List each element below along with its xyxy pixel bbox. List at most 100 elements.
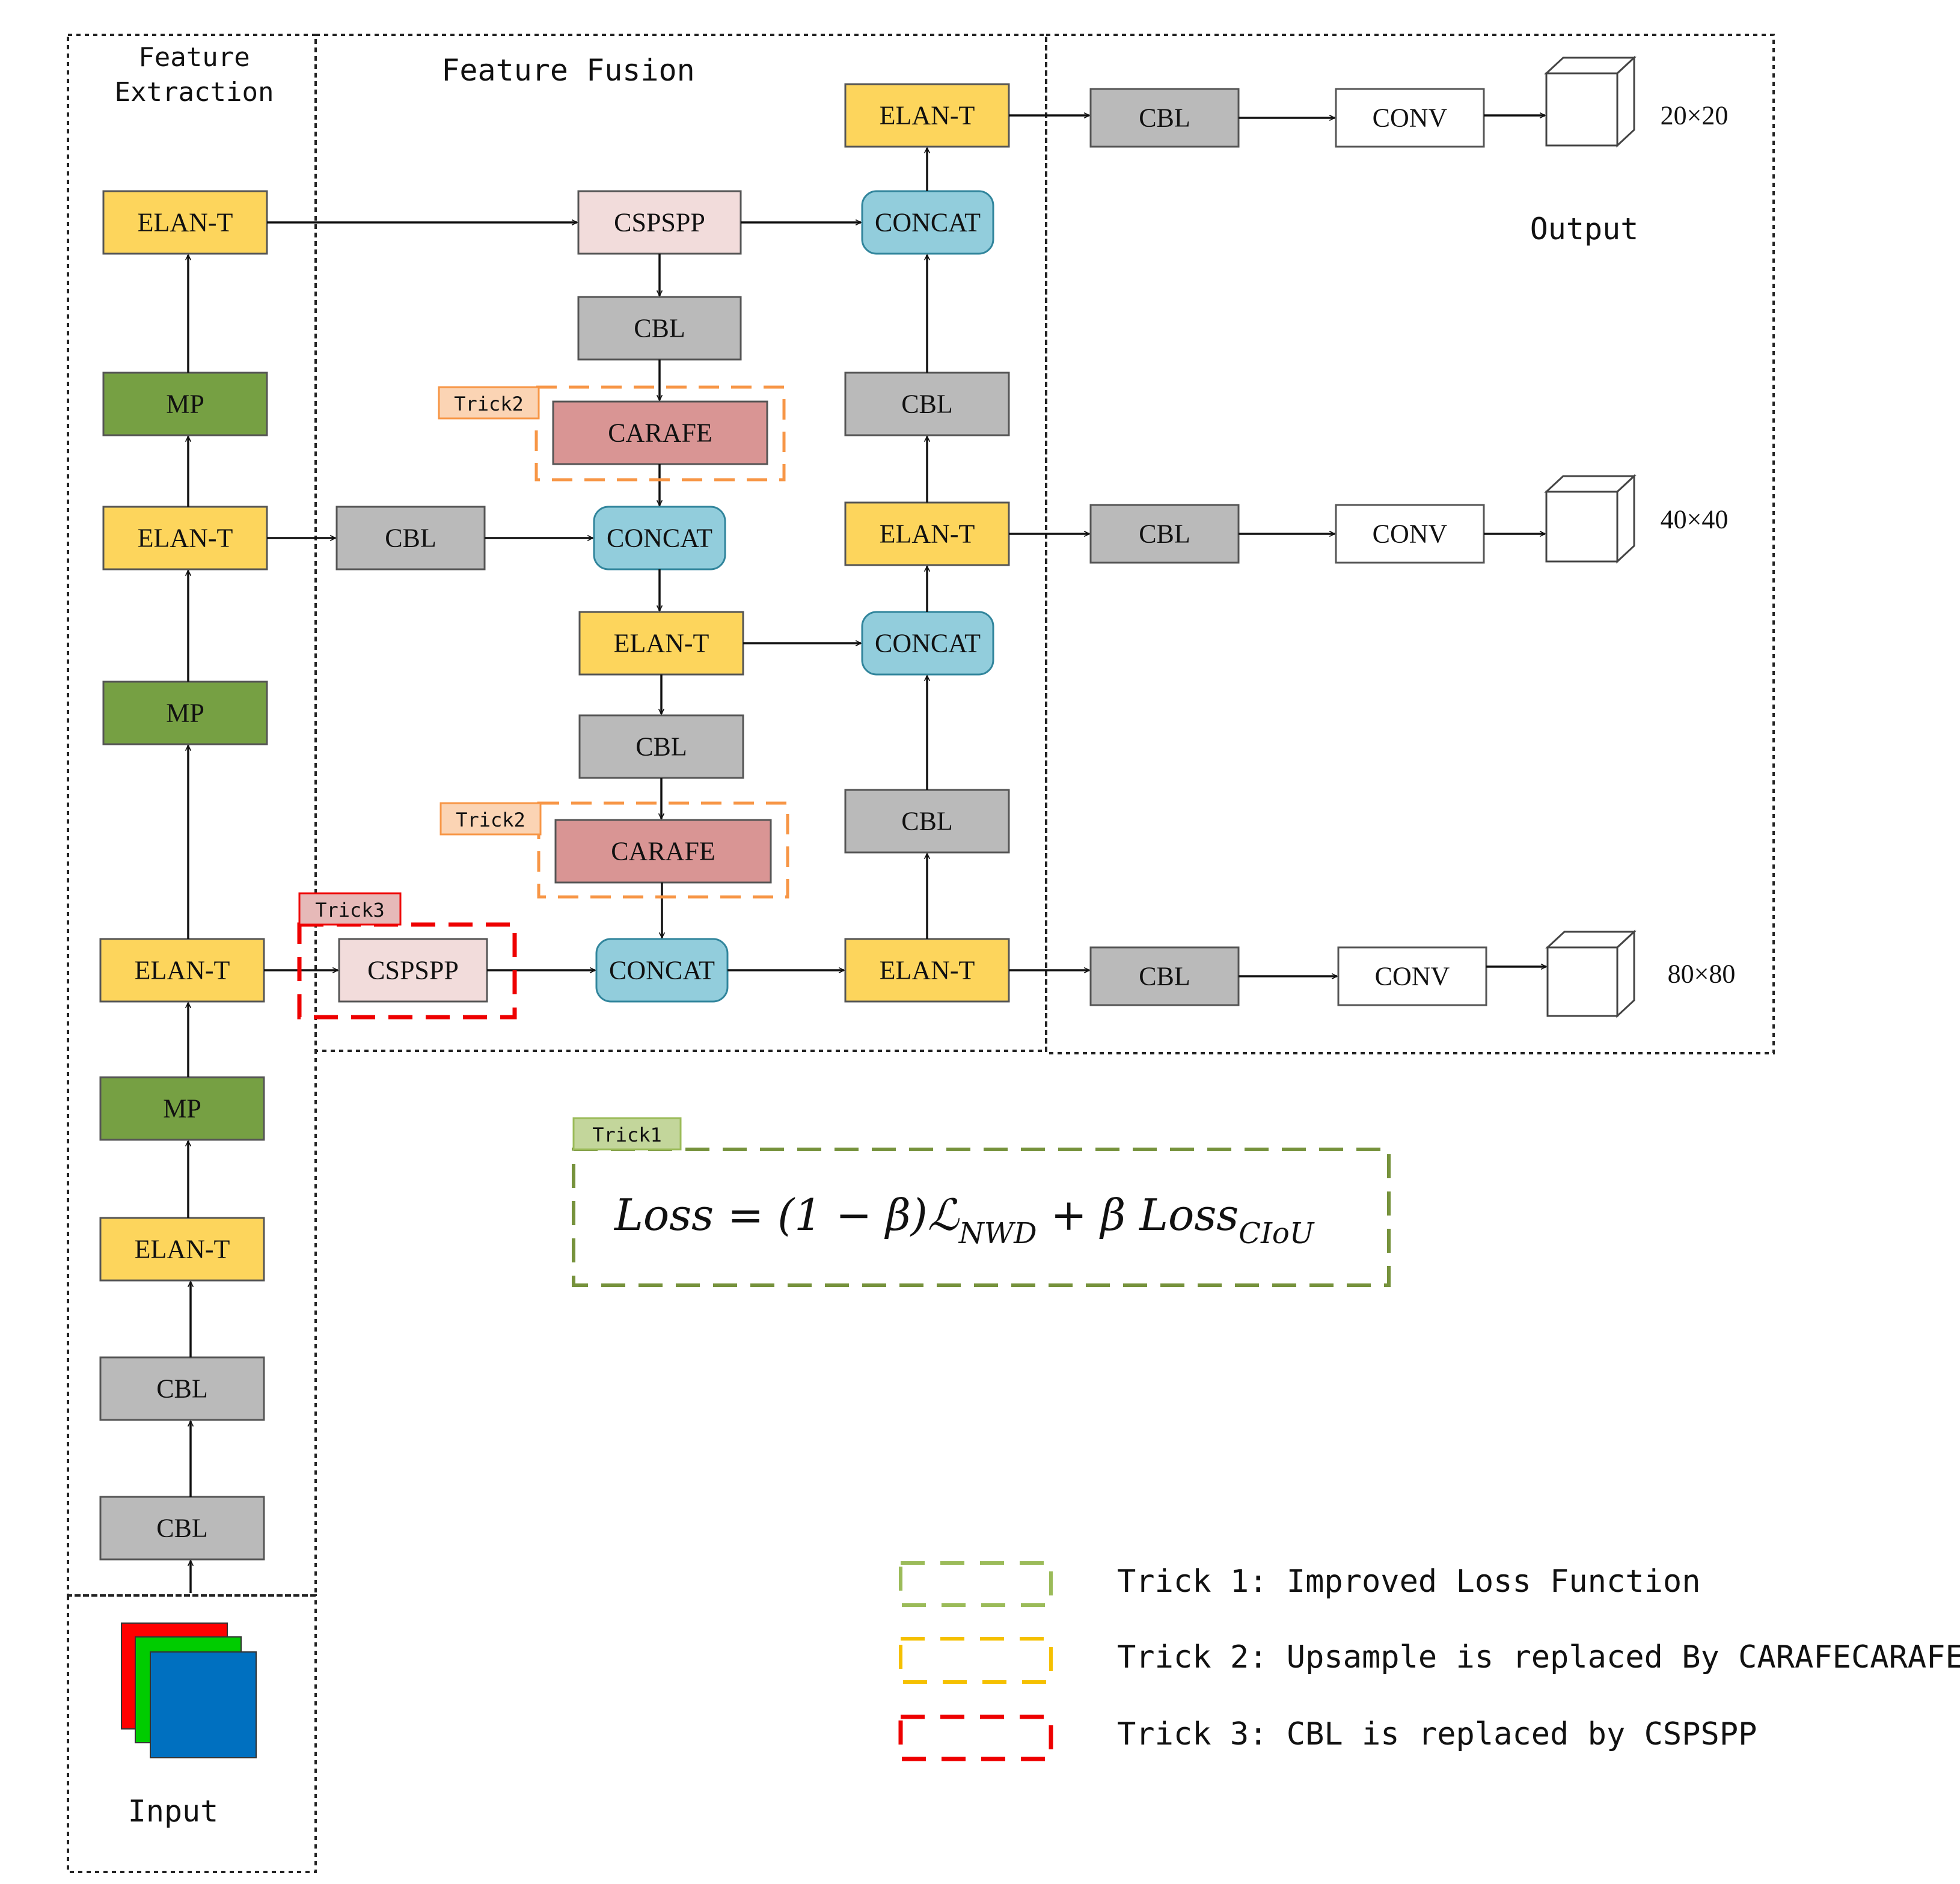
svg-text:MP: MP [166, 390, 204, 419]
svg-text:CBL: CBL [156, 1514, 208, 1543]
block-concat-right-2: CONCAT [861, 611, 994, 676]
loss-formula: Loss = (1 − β)ℒNWD + β LossCIoU [613, 1190, 1315, 1250]
output-size-80: 80×80 [1668, 959, 1736, 989]
head-conv-3 [1337, 946, 1487, 1006]
backbone-arrows [188, 255, 191, 1593]
head-cbl-3-label: CBL [1139, 962, 1190, 991]
svg-text:ELAN-T: ELAN-T [880, 519, 975, 549]
svg-text:ELAN-T: ELAN-T [614, 629, 709, 658]
block-concat-mid: CONCAT [593, 506, 726, 570]
block-cbl-mid: CBL [335, 506, 486, 570]
block-mp-2: MP [102, 681, 268, 745]
block-elan-t-2: ELAN-T [99, 938, 265, 1003]
svg-text:ELAN-T: ELAN-T [135, 956, 230, 985]
legend-text-trick2: Trick 2: Upsample is replaced By CARAFEC… [1117, 1639, 1960, 1675]
loss-formula-sub2: CIoU [1239, 1217, 1315, 1250]
svg-text:Trick1: Trick1 [592, 1124, 662, 1146]
block-cspspp-top: CSPSPP [577, 190, 742, 255]
block-elan-t-3: ELAN-T [102, 506, 268, 570]
block-carafe-a: CARAFE [552, 400, 768, 465]
input-channel-blue [150, 1651, 257, 1758]
block-elan-t-right-2: ELAN-T [844, 501, 1010, 566]
block-cbl-b: CBL [578, 714, 744, 779]
head-conv-1 [1335, 88, 1485, 148]
svg-text:CBL: CBL [385, 524, 436, 553]
svg-text:CBL: CBL [901, 390, 953, 419]
loss-formula-lhs: Loss = (1 − β)ℒ [613, 1190, 960, 1240]
block-carafe-b: CARAFE [554, 819, 772, 884]
legend-swatch-trick2 [899, 1637, 1053, 1684]
head-conv-1-label: CONV [1373, 103, 1448, 133]
svg-text:ELAN-T: ELAN-T [138, 208, 233, 237]
block-cbl-2: CBL [99, 1356, 265, 1421]
block-elan-t-mid: ELAN-T [578, 611, 744, 676]
neck-arrows [264, 115, 1089, 970]
block-cbl-up-1: CBL [844, 789, 1010, 854]
block-elan-t-right-1: ELAN-T [844, 83, 1010, 148]
trick2-tag-b: Trick2 [439, 802, 542, 836]
trick3-tag: Trick3 [298, 892, 402, 926]
head-conv-2 [1335, 504, 1485, 564]
block-elan-t-bottom: ELAN-T [844, 938, 1010, 1003]
output-size-40: 40×40 [1661, 505, 1729, 534]
block-elan-t-1: ELAN-T [99, 1217, 265, 1282]
legend-swatch-trick3 [898, 1714, 1053, 1761]
output-cube-3 [1545, 929, 1637, 1018]
svg-text:CONCAT: CONCAT [607, 524, 712, 553]
head-row-2: CBL CONV 40×40 [1089, 474, 1729, 564]
legend-text-trick1: Trick 1: Improved Loss Function [1117, 1564, 1701, 1600]
block-elan-t-4: ELAN-T [102, 190, 268, 255]
input-region [67, 1594, 317, 1873]
block-mp-3: MP [102, 372, 268, 436]
head-conv-3-label: CONV [1375, 962, 1450, 991]
svg-text:MP: MP [166, 699, 204, 728]
legend: Trick 1: Improved Loss Function Trick 2:… [898, 1561, 1960, 1761]
block-mp-1: MP [99, 1076, 265, 1141]
output-cube-2 [1544, 474, 1637, 564]
legend-text-trick3: Trick 3: CBL is replaced by CSPSPP [1117, 1716, 1757, 1752]
svg-text:CARAFE: CARAFE [611, 837, 715, 866]
head-row-1: CBL CONV 20×20 [1089, 55, 1729, 148]
feature-extraction-title: Feature [138, 42, 250, 73]
head-row-3: CBL CONV 80×80 [1089, 929, 1736, 1018]
trick1-tag: Trick1 [572, 1117, 682, 1151]
svg-text:CBL: CBL [635, 732, 687, 762]
svg-text:CONCAT: CONCAT [875, 208, 981, 237]
input-title: Input [128, 1794, 219, 1829]
svg-text:ELAN-T: ELAN-T [135, 1235, 230, 1264]
block-cbl-up-2: CBL [844, 372, 1010, 436]
output-size-20: 20×20 [1661, 101, 1729, 130]
block-concat-right-1: CONCAT [861, 190, 994, 255]
trick2-frame-a [534, 385, 786, 482]
output-title: Output [1530, 212, 1639, 246]
block-concat-bottom: CONCAT [595, 938, 729, 1003]
feature-extraction-title-2: Extraction [115, 77, 274, 108]
svg-text:CARAFE: CARAFE [608, 418, 712, 448]
svg-text:Trick2: Trick2 [456, 809, 525, 831]
svg-text:CBL: CBL [156, 1374, 208, 1404]
svg-text:CONCAT: CONCAT [875, 629, 981, 658]
trick2-tag-a: Trick2 [438, 386, 540, 420]
svg-text:MP: MP [163, 1094, 201, 1124]
trick3-frame [297, 922, 517, 1020]
output-region [1045, 34, 1775, 1054]
block-cspspp-bottom: CSPSPP [338, 938, 488, 1003]
svg-text:ELAN-T: ELAN-T [138, 524, 233, 553]
trick2-frame-b [537, 801, 789, 899]
svg-text:CONCAT: CONCAT [609, 956, 715, 985]
svg-text:CBL: CBL [634, 314, 685, 343]
output-cube-1 [1544, 55, 1637, 148]
head-cbl-1-label: CBL [1139, 103, 1190, 133]
head-conv-2-label: CONV [1373, 519, 1448, 549]
feature-fusion-title: Feature Fusion [441, 53, 694, 88]
svg-text:ELAN-T: ELAN-T [880, 101, 975, 130]
block-cbl-a: CBL [577, 296, 742, 361]
svg-text:CSPSPP: CSPSPP [614, 208, 705, 237]
svg-text:ELAN-T: ELAN-T [880, 956, 975, 985]
legend-swatch-trick1 [899, 1561, 1053, 1607]
block-cbl-1: CBL [99, 1496, 265, 1561]
input-image-icon [121, 1623, 257, 1758]
svg-text:Trick2: Trick2 [454, 393, 524, 415]
svg-text:CSPSPP: CSPSPP [367, 956, 459, 985]
